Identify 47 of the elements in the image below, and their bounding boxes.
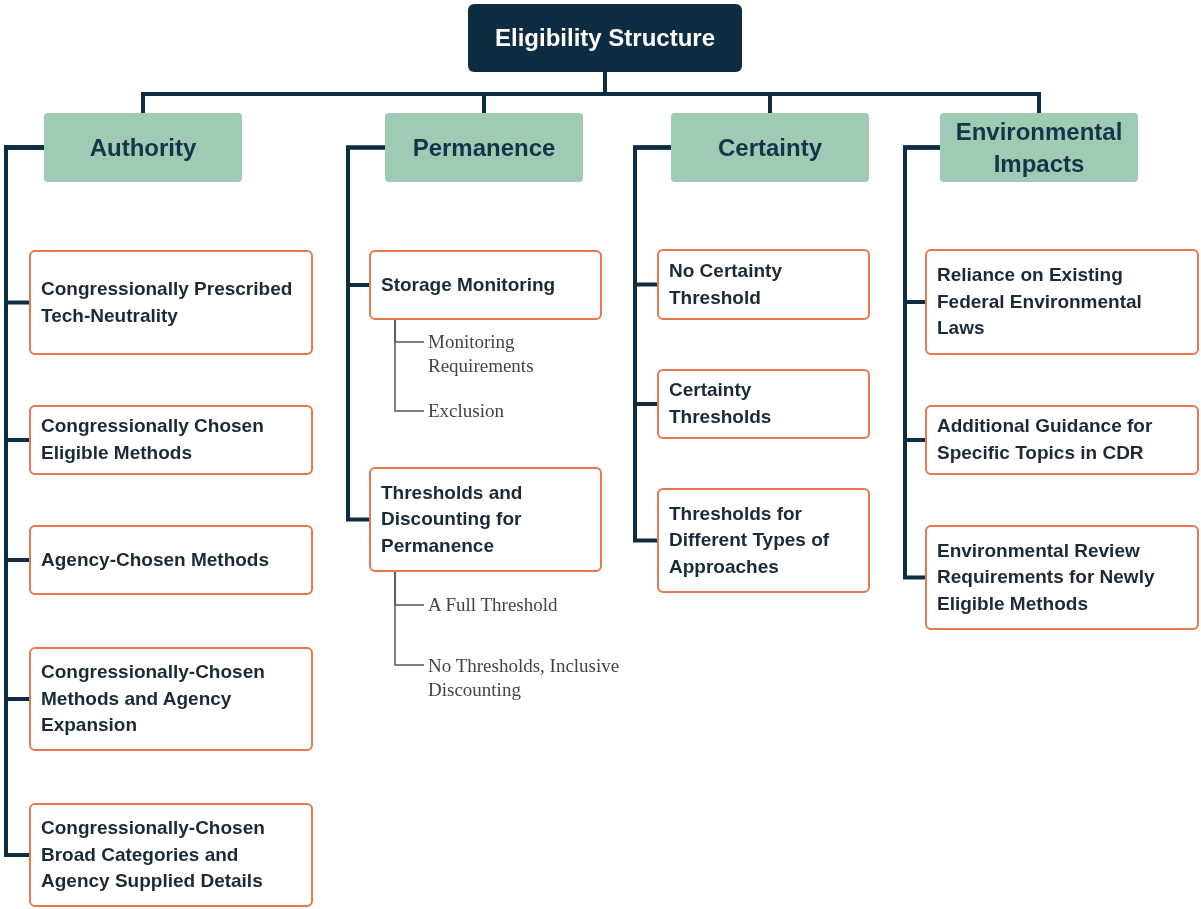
option-box	[925, 249, 1199, 355]
option-text: Environmental Review Requirements for Newly Eligible Methods	[937, 538, 1156, 616]
option-text: Storage Monitoring	[381, 272, 556, 297]
root-title: Eligibility Structure	[495, 24, 715, 52]
option-box	[657, 488, 870, 593]
option-text: Additional Guidance for Specific Topics in CDR	[937, 414, 1154, 465]
category-box	[44, 113, 242, 182]
option-box	[29, 250, 313, 355]
option-box	[657, 369, 870, 439]
option-text: Congressionally-Chosen Methods and Agency Expansion	[41, 660, 266, 738]
root-box	[468, 4, 742, 72]
option-box	[369, 250, 602, 320]
option-box	[29, 647, 313, 751]
option-text: Agency-Chosen Methods	[41, 547, 270, 572]
category-box	[671, 113, 869, 182]
option-text: No Certainty Threshold	[669, 258, 783, 310]
option-box	[29, 803, 313, 907]
option-box	[369, 467, 602, 572]
category-title: Permanence	[412, 132, 556, 163]
option-box	[657, 249, 870, 320]
option-box	[29, 405, 313, 475]
sub-item-text: No Thresholds, Inclusive Discounting	[428, 653, 648, 703]
option-box	[925, 525, 1199, 630]
option-text: Reliance on Existing Federal Environmental Laws	[937, 263, 1143, 341]
category-title: Authority	[89, 132, 197, 163]
sub-item-text: A Full Threshold	[428, 593, 608, 617]
option-text: Congressionally Chosen Eligible Methods	[41, 414, 265, 465]
option-text: Congressionally-Chosen Broad Categories and Agency Supplied Details	[41, 816, 266, 894]
connector-line	[346, 145, 385, 522]
category-box	[940, 113, 1138, 182]
category-title: Certainty	[718, 132, 822, 163]
category-title: Environmental Impacts	[954, 117, 1124, 179]
category-box	[385, 113, 583, 182]
option-text: Thresholds and Discounting for Permanence	[381, 480, 524, 558]
connector-line	[903, 145, 940, 580]
sub-item-text: Exclusion	[428, 399, 548, 423]
connector-line	[633, 145, 671, 543]
option-text: Certainty Thresholds	[669, 378, 773, 429]
option-text: Thresholds for Different Types of Approaches	[669, 501, 831, 579]
connector-line	[603, 72, 1041, 113]
connector-line	[394, 319, 425, 412]
sub-item-text: Monitoring Requirements	[428, 330, 588, 378]
connector-line	[4, 145, 44, 857]
connector-line	[394, 571, 425, 666]
option-box	[925, 405, 1199, 475]
option-box	[29, 525, 313, 595]
option-text: Congressionally Prescribed Tech-Neutrality	[41, 276, 294, 328]
